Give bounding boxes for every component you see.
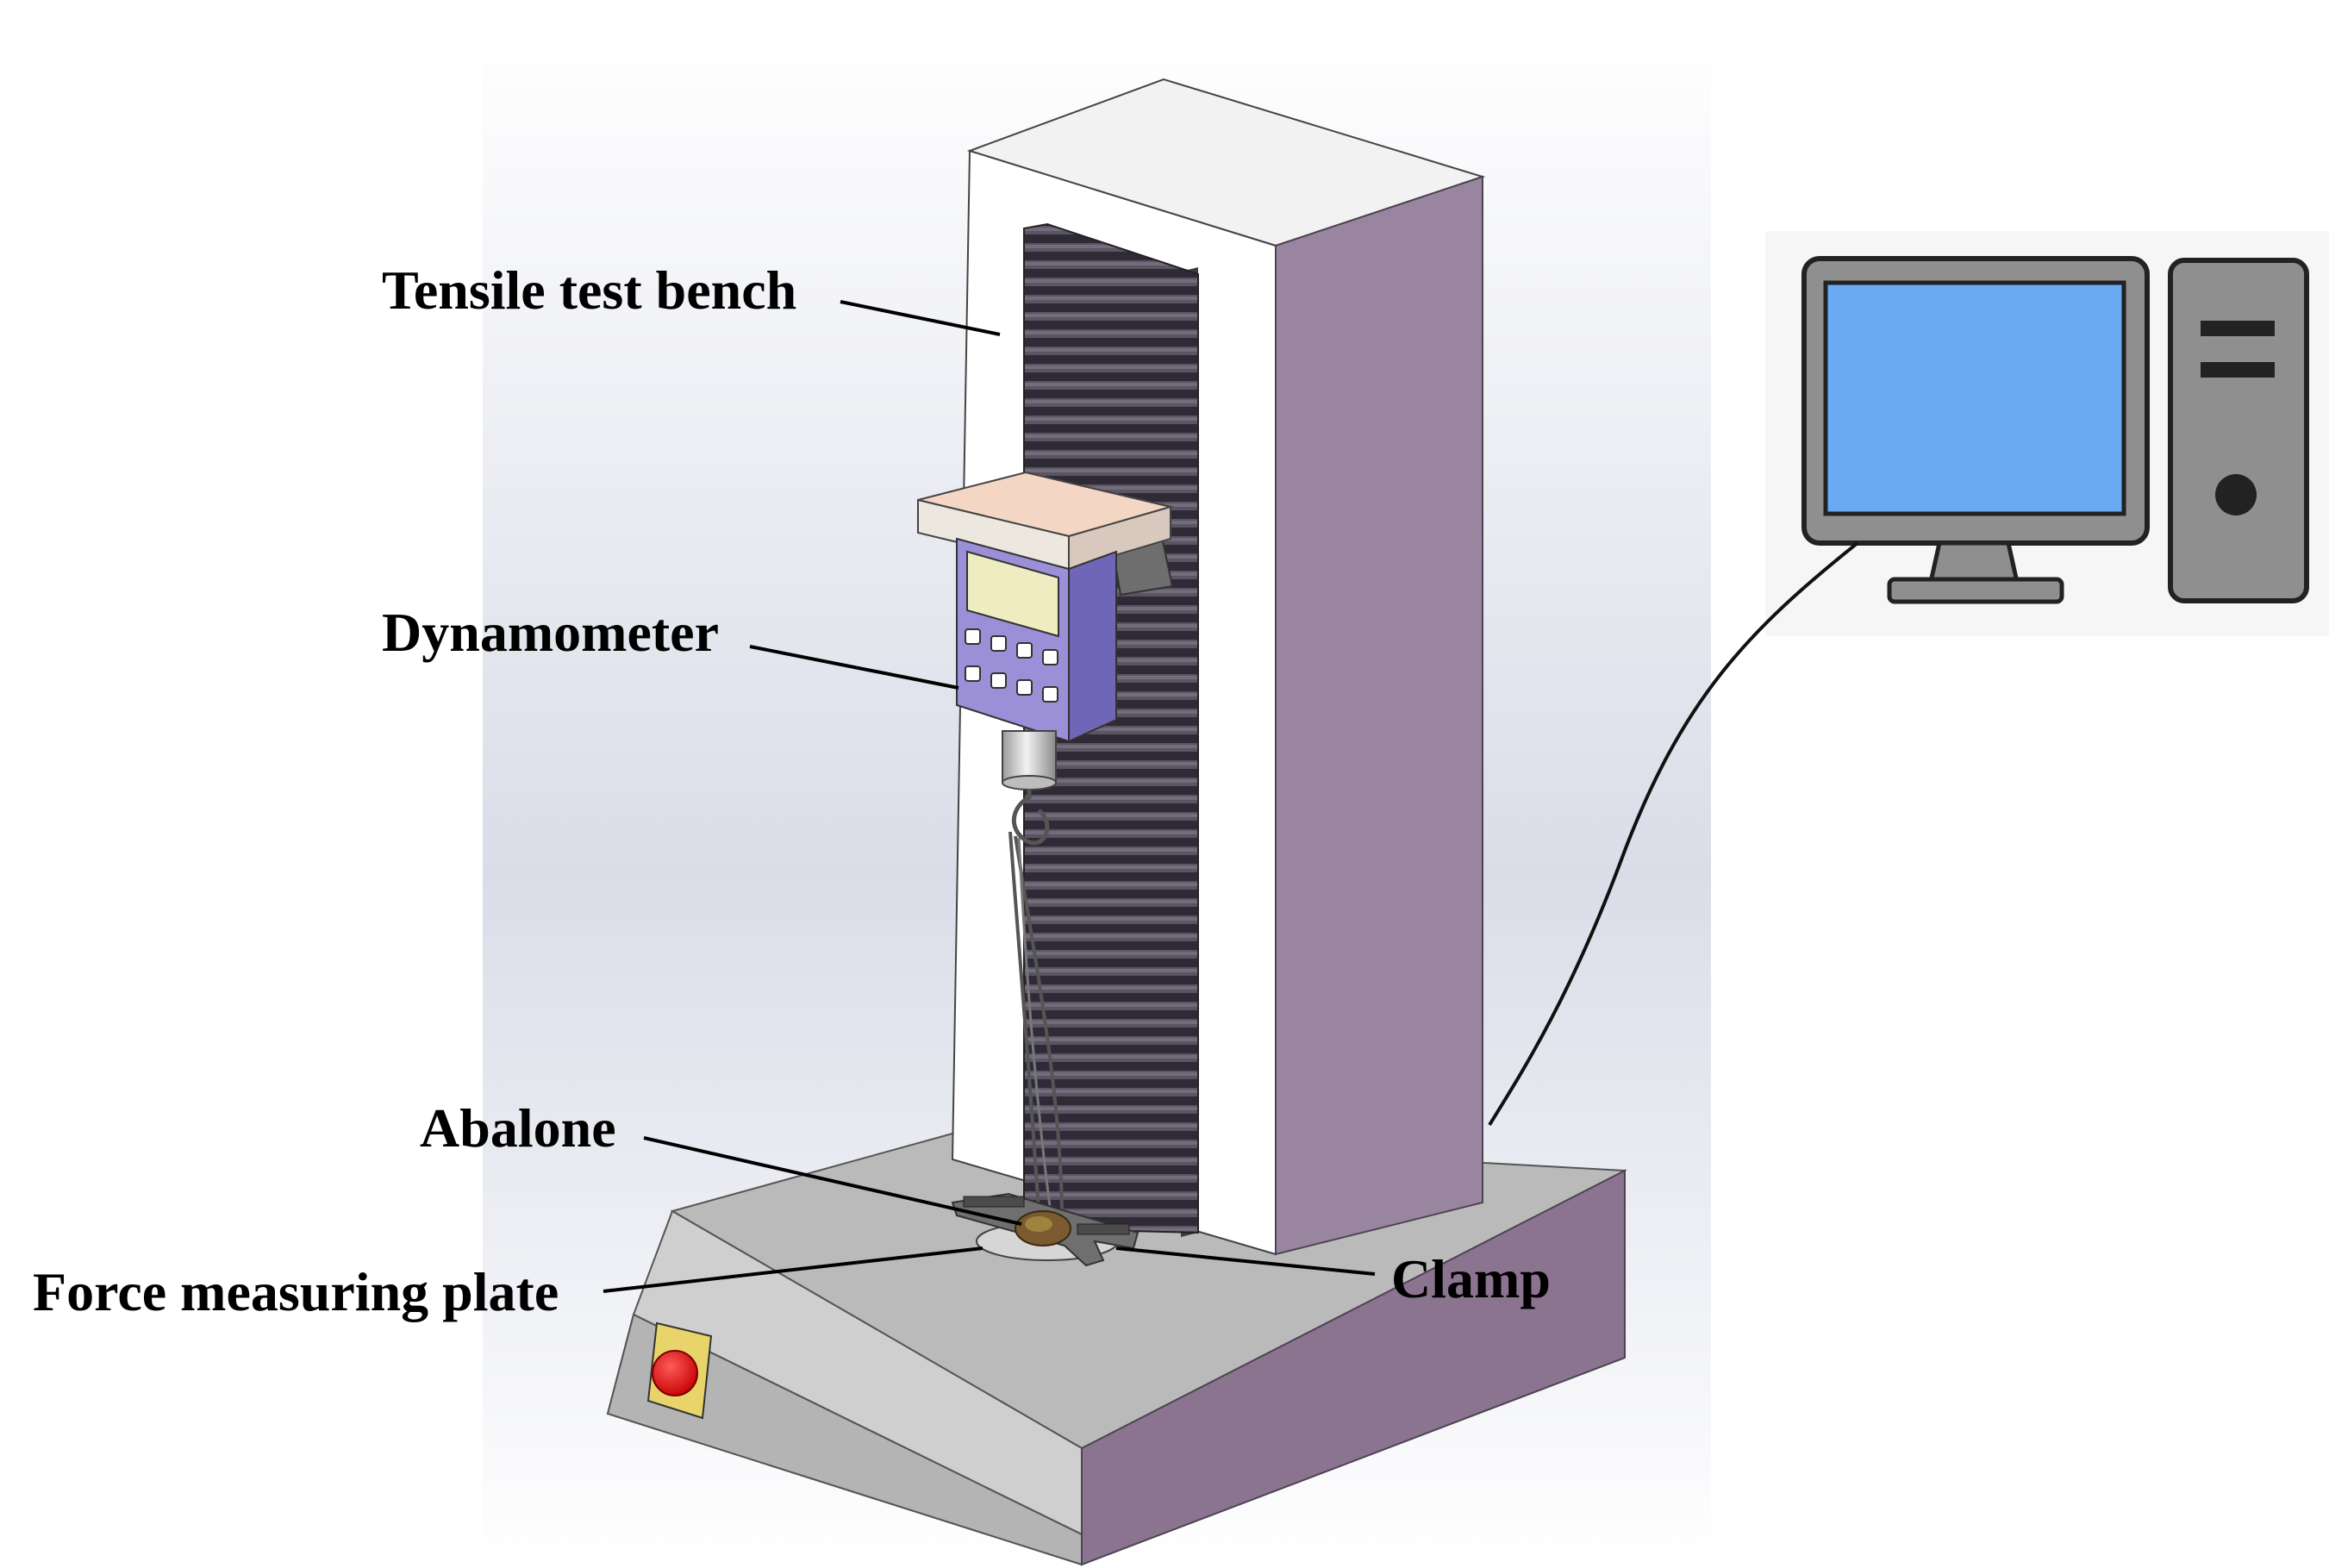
monitor-neck [1927, 540, 2020, 584]
dynamometer-side [1068, 550, 1117, 743]
keypad-button[interactable] [1016, 679, 1033, 696]
load-cell-cylinder [1002, 730, 1057, 784]
dynamometer-keypad [965, 628, 1058, 703]
monitor-stand [1887, 577, 2064, 604]
label-abalone: Abalone [420, 1097, 616, 1159]
label-force-measuring-plate: Force measuring plate [33, 1261, 559, 1322]
drive-bay [2201, 362, 2275, 378]
keypad-button[interactable] [1016, 642, 1033, 659]
leader-dynamometer [749, 645, 959, 690]
load-cell-bottom [1002, 775, 1057, 790]
column-side [1275, 175, 1483, 1256]
leader-clamp [1115, 1246, 1376, 1276]
keypad-button[interactable] [990, 672, 1007, 689]
computer-tower-icon [2168, 258, 2309, 603]
keypad-button[interactable] [965, 665, 981, 682]
monitor-screen [1823, 280, 2126, 516]
leader-force-measuring-plate [603, 1246, 983, 1293]
clamp-jaw [963, 1196, 1025, 1208]
data-cable [1488, 541, 1859, 1127]
label-dynamometer: Dynamometer [382, 602, 719, 663]
hook [1011, 789, 1050, 846]
dynamometer-assembly [917, 471, 1174, 1212]
ribbed-rail[interactable] [1023, 222, 1199, 1234]
label-clamp: Clamp [1391, 1248, 1551, 1309]
keypad-button[interactable] [1042, 649, 1058, 665]
leader-tensile-test-bench [840, 300, 1001, 336]
keypad-button[interactable] [965, 628, 981, 645]
emergency-stop-button[interactable] [652, 1350, 698, 1396]
clamp-jaw [1077, 1223, 1130, 1235]
dynamometer-screen [966, 550, 1059, 638]
drive-bay [2201, 321, 2275, 336]
power-button[interactable] [2215, 474, 2257, 515]
keypad-button[interactable] [990, 635, 1007, 652]
pull-string [1008, 831, 1040, 1212]
leader-abalone [643, 1136, 1022, 1226]
specimen-assembly [951, 1192, 1140, 1267]
computer [1765, 231, 2329, 636]
base-side [1081, 1169, 1626, 1566]
abalone-texture [1025, 1216, 1052, 1232]
pull-string [1017, 837, 1052, 1208]
tensile-test-bench-column [951, 78, 1486, 1256]
leader-lines [603, 300, 1376, 1293]
crosshead-side [1068, 505, 1171, 571]
pull-string [1014, 835, 1064, 1212]
keypad-button[interactable] [1042, 686, 1058, 703]
label-tensile-test-bench: Tensile test bench [382, 259, 796, 321]
